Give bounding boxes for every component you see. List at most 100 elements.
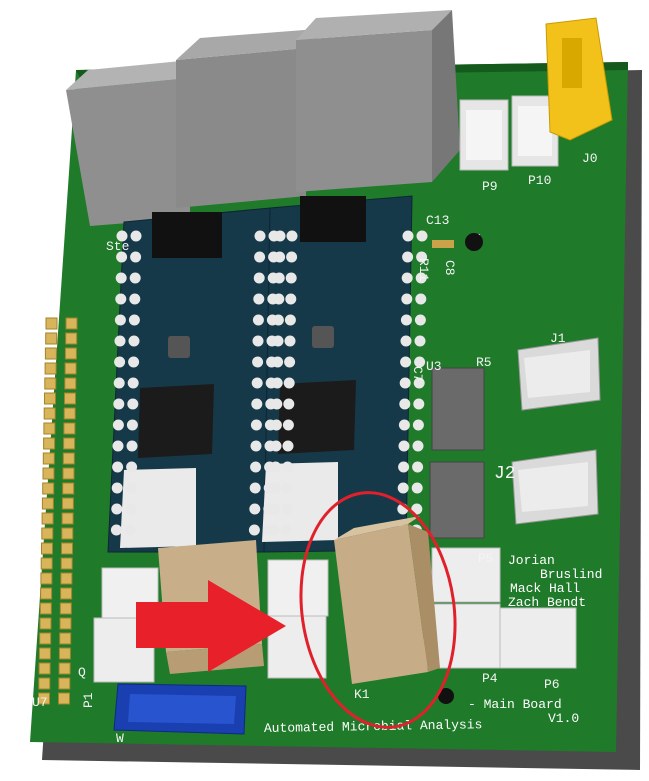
module-pin — [285, 293, 297, 305]
label-p1: P1 — [81, 692, 96, 708]
module-pin-rows — [110, 230, 428, 536]
module-pin — [273, 293, 285, 305]
header-pin — [43, 422, 56, 435]
header-pin — [44, 392, 56, 405]
module-pin — [402, 230, 414, 242]
label-j2: J2 — [494, 464, 516, 484]
header-pin — [40, 587, 53, 600]
module-pin — [250, 419, 262, 431]
header-pin — [40, 572, 53, 585]
blue-connector — [113, 683, 247, 735]
module-pin — [248, 524, 260, 536]
gray-connector-blocks — [66, 10, 460, 226]
module-pin — [111, 503, 123, 515]
header-pin — [65, 332, 78, 345]
header-pin — [61, 542, 73, 555]
header-pin — [39, 632, 52, 645]
header-pin — [63, 422, 76, 435]
module-pin — [114, 314, 126, 326]
module-pin — [413, 377, 425, 389]
label-p4: P4 — [482, 671, 498, 686]
module-pin — [129, 293, 141, 305]
header-pin — [62, 482, 75, 495]
module-pin — [401, 293, 413, 305]
module-pin — [253, 293, 265, 305]
module-pin — [114, 356, 126, 368]
label-w: W — [116, 731, 124, 746]
header-pin — [44, 362, 57, 375]
module-pin — [282, 419, 294, 431]
label-c7: C7 — [410, 366, 425, 382]
module-pin — [398, 461, 410, 473]
module-pin — [269, 503, 281, 515]
module-pin — [124, 524, 136, 536]
module-pin — [111, 482, 123, 494]
module-pin — [252, 314, 264, 326]
module-pin — [400, 356, 412, 368]
module-pin — [286, 230, 298, 242]
header-pin — [43, 407, 56, 420]
module-pin — [414, 314, 426, 326]
module-pin — [280, 524, 292, 536]
module-pin — [281, 482, 293, 494]
module-pin — [249, 503, 261, 515]
header-pin — [60, 572, 73, 585]
module-pin — [398, 419, 410, 431]
module-pin — [398, 440, 410, 452]
module-pin — [130, 251, 142, 263]
module-pin — [252, 335, 264, 347]
module-pin — [282, 440, 294, 452]
header-pin — [59, 617, 72, 630]
label-u7: U7 — [32, 695, 48, 710]
module-pin — [272, 314, 284, 326]
header-pin — [38, 647, 51, 660]
module-pin — [413, 398, 425, 410]
module-pin — [400, 335, 412, 347]
author-1: Jorian — [508, 553, 555, 568]
module-pin — [282, 461, 294, 473]
module-pin — [128, 314, 140, 326]
header-pin — [41, 512, 54, 525]
module-pin — [415, 293, 427, 305]
author-4: Zach Bendt — [508, 595, 586, 610]
module-pin — [128, 335, 140, 347]
header-pin — [39, 602, 52, 615]
module-pin — [112, 440, 124, 452]
header-pin — [44, 377, 57, 390]
header-pin — [44, 347, 57, 360]
header-pin — [43, 437, 56, 450]
module-pin — [283, 377, 295, 389]
module-pin — [113, 398, 125, 410]
header-pin — [64, 362, 77, 375]
module-pin — [270, 419, 282, 431]
module-pin — [126, 419, 138, 431]
header-pin — [61, 527, 74, 540]
label-p6: P6 — [544, 677, 560, 692]
header-pin — [60, 557, 73, 570]
module-pin — [412, 419, 424, 431]
module-pin — [116, 251, 128, 263]
module-pin — [250, 440, 262, 452]
header-pin — [41, 497, 54, 510]
label-r11: R11 — [416, 258, 431, 282]
label-c8: C8 — [442, 260, 457, 276]
module-pin — [399, 398, 411, 410]
module-pin — [412, 440, 424, 452]
header-pin — [61, 497, 74, 510]
module-pin — [249, 482, 261, 494]
module-pin — [126, 440, 138, 452]
header-pin — [40, 557, 53, 570]
module-pin — [401, 272, 413, 284]
label-q: Q — [78, 665, 86, 680]
label-ste: Ste — [106, 239, 129, 254]
annotation-circle — [299, 491, 457, 729]
module-pin — [251, 377, 263, 389]
module-pin — [271, 377, 283, 389]
header-pin — [58, 647, 71, 660]
module-pin — [110, 524, 122, 536]
module-pin — [397, 482, 409, 494]
module-pin — [251, 398, 263, 410]
module-pin — [281, 503, 293, 515]
module-pin — [414, 356, 426, 368]
module-pin — [126, 461, 138, 473]
